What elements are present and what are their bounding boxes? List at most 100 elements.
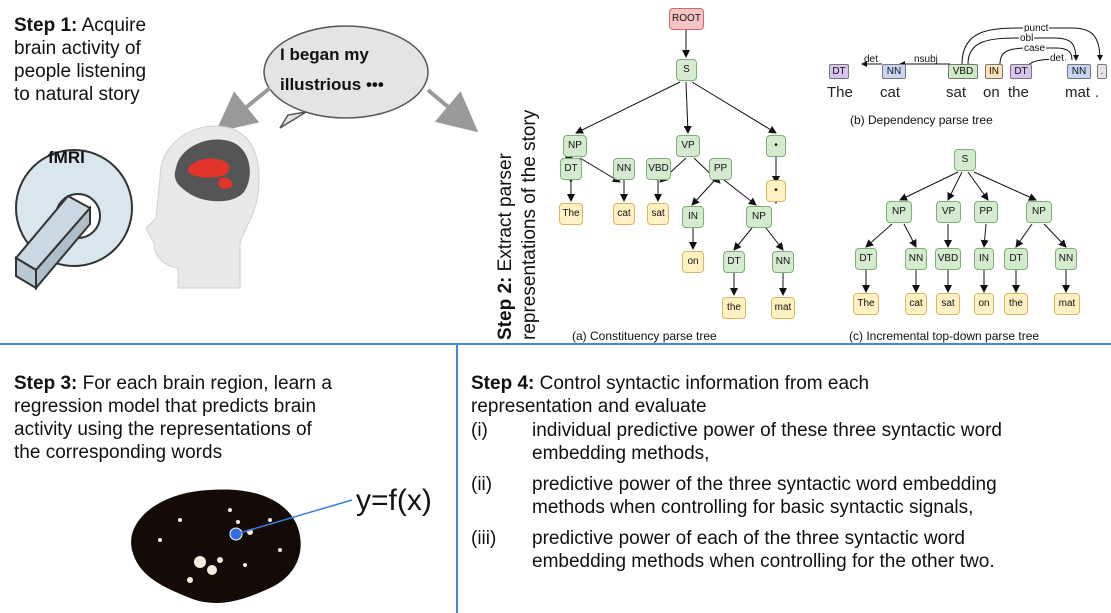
dep-relation: punct: [1024, 23, 1049, 34]
inc-node-np2: NP: [1026, 201, 1052, 223]
dep-relation: det: [864, 54, 878, 65]
incremental-caption: (c) Incremental top-down parse tree: [849, 329, 1040, 343]
list-item: (i) individual predictive power of these…: [471, 419, 1107, 465]
formula-text: y=f(x): [356, 484, 432, 517]
inc-node-nn2: NN: [1055, 248, 1077, 270]
tree-node-np2: NP: [746, 206, 772, 228]
list-item-line1: predictive power of the three syntactic …: [532, 474, 997, 495]
list-item-line2: methods when controlling for basic synta…: [532, 497, 974, 518]
bubble-line1: I began my: [280, 45, 369, 64]
list-item-number: (iii): [471, 528, 497, 549]
step3-line4: the corresponding words: [14, 442, 223, 463]
dep-tag: DT: [829, 64, 849, 79]
step1-line1: Acquire: [77, 15, 147, 36]
dep-tag: NN: [1067, 64, 1091, 79]
inc-node-np1: NP: [886, 201, 912, 223]
inc-node-dt: DT: [855, 248, 877, 270]
fmri-label: fMRI: [48, 148, 85, 167]
dep-word: sat: [946, 84, 967, 101]
step1-label: Step 1:: [14, 15, 78, 36]
dep-tag: NN: [882, 64, 906, 79]
tree-node-dt: DT: [560, 158, 582, 180]
dependency-caption: (b) Dependency parse tree: [850, 113, 993, 127]
dep-word: mat: [1065, 84, 1091, 101]
list-item: (iii) predictive power of each of the th…: [471, 527, 1107, 573]
tree-leaf-cat: cat: [613, 203, 635, 225]
list-item-line1: predictive power of each of the three sy…: [532, 528, 966, 549]
tree-leaf-mat: mat: [771, 297, 795, 319]
step3-line1: For each brain region, learn a: [77, 373, 332, 394]
step1-text: Step 1: Acquire brain activity of people…: [14, 14, 214, 106]
head-brain-icon: [145, 125, 260, 289]
dependency-tree-arcs: det nsubj punct obl case det: [861, 22, 1103, 70]
inc-leaf-the2: the: [1004, 293, 1028, 315]
tree-node-s: S: [676, 59, 697, 81]
dep-word: cat: [880, 84, 901, 101]
step1-line4: to natural story: [14, 84, 140, 105]
dep-word: .: [1095, 84, 1100, 101]
tree-node-dt2: DT: [723, 251, 745, 273]
inc-node-in: IN: [974, 248, 994, 270]
inc-leaf-sat: sat: [936, 293, 960, 315]
speech-bubble: [263, 25, 429, 129]
inc-leaf-on: on: [974, 293, 994, 315]
dep-tag: IN: [985, 64, 1003, 79]
step3-line2: regression model that predicts brain: [14, 396, 317, 417]
step1-line2: brain activity of: [14, 38, 141, 59]
arrow-to-brain: [215, 86, 272, 133]
tree-node-in: IN: [682, 206, 704, 228]
inc-node-nn: NN: [905, 248, 927, 270]
tree-leaf-sat: sat: [647, 203, 669, 225]
dep-word: The: [827, 84, 853, 101]
speech-bubble-text: I began my illustrious •••: [280, 40, 384, 100]
tree-node-pp: PP: [709, 158, 732, 180]
dep-tag: VBD: [948, 64, 978, 79]
step3-line3: activity using the representations of: [14, 419, 312, 440]
fmri-scanner-icon: [14, 149, 133, 290]
step4-line1: Control syntactic information from each: [534, 373, 870, 394]
dep-relation: nsubj: [914, 54, 938, 65]
list-item-number: (i): [471, 420, 488, 441]
step4-list: (i) individual predictive power of these…: [471, 419, 1107, 573]
inc-node-pp: PP: [974, 201, 998, 223]
dep-word: the: [1008, 84, 1029, 101]
horizontal-divider: [0, 343, 1111, 345]
brain-surface-icon: [131, 489, 353, 603]
dep-relation: obl: [1020, 33, 1033, 44]
list-item-line1: individual predictive power of these thr…: [532, 420, 1002, 441]
tree-leaf-on: on: [682, 251, 704, 273]
inc-node-vbd: VBD: [935, 248, 961, 270]
list-item-number: (ii): [471, 474, 493, 495]
inc-node-vp: VP: [936, 201, 961, 223]
inc-node-dt2: DT: [1004, 248, 1028, 270]
bubble-line2: illustrious •••: [280, 75, 384, 94]
tree-node-vp: VP: [676, 135, 700, 157]
inc-leaf-cat: cat: [905, 293, 927, 315]
arrow-to-parser: [426, 88, 479, 133]
dep-tag: DT: [1010, 64, 1032, 79]
tree-leaf-dot: •: [766, 180, 786, 202]
step4-text: Step 4: Control syntactic information fr…: [471, 372, 1101, 418]
list-item-line2: embedding methods,: [532, 443, 710, 464]
tree-node-vbd: VBD: [646, 158, 671, 180]
list-item: (ii) predictive power of the three synta…: [471, 473, 1107, 519]
incremental-tree-edges: [862, 171, 1070, 293]
bubble-arrows: [215, 86, 479, 133]
list-item-line2: embedding methods when controlling for t…: [532, 551, 995, 572]
vertical-divider: [456, 345, 458, 613]
step3-text: Step 3: For each brain region, learn a r…: [14, 372, 444, 464]
tree-node-np: NP: [563, 135, 587, 157]
inc-leaf-mat: mat: [1054, 293, 1080, 315]
inc-leaf-the: The: [853, 293, 879, 315]
dep-relation: case: [1024, 43, 1046, 54]
tree-leaf-the: The: [559, 203, 583, 225]
tree-node-dot: •: [766, 135, 786, 157]
tree-node-root: ROOT: [669, 8, 704, 30]
step3-label: Step 3:: [14, 373, 78, 394]
tree-leaf-the2: the: [722, 297, 746, 319]
tree-node-nn: NN: [613, 158, 635, 180]
inc-node-s: S: [954, 149, 976, 171]
step4-line2: representation and evaluate: [471, 396, 707, 417]
dep-word: on: [983, 84, 1000, 101]
step4-label: Step 4:: [471, 373, 535, 394]
